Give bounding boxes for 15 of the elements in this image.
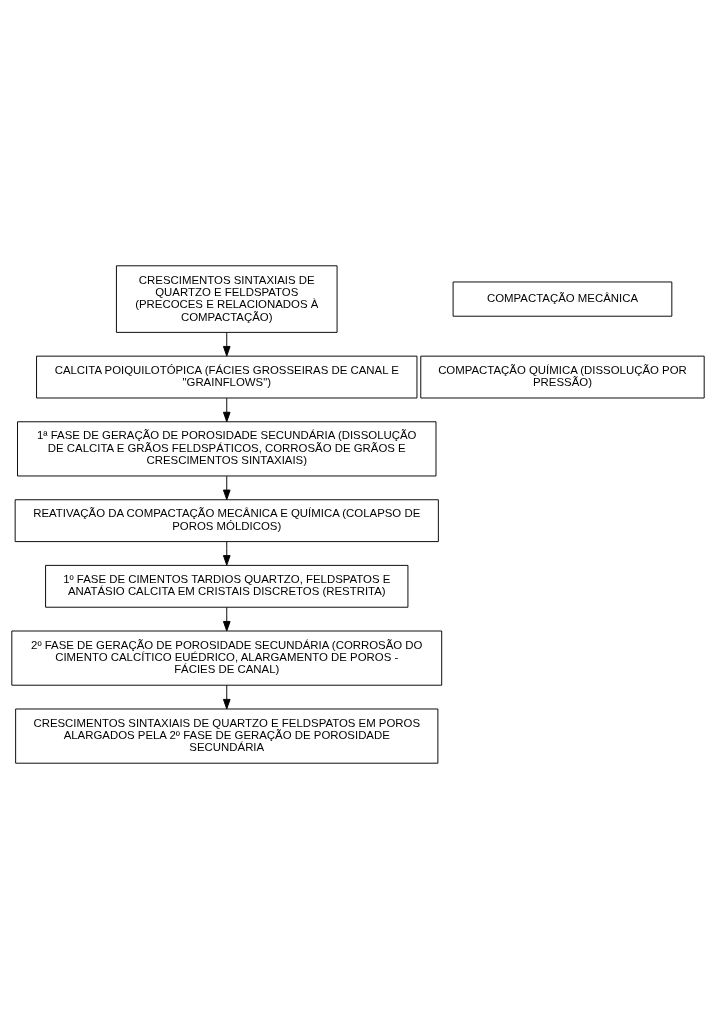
arrow xyxy=(222,332,231,357)
node-box: REATIVAÇÃO DA COMPACTAÇÃO MECÂNICA E QUÍMICA (COLAPSO DE POROS MÓLDICOS) xyxy=(14,499,439,543)
node-box: 1º FASE DE CIMENTOS TARDIOS QUARTZO, FELDSPATOS E ANATÁSIO CALCITA EM CRISTAIS DISCRETOS (RESTRITA) xyxy=(45,564,409,608)
node-box: CALCITA POIQUILOTÓPICA (FÁCIES GROSSEIRAS DE CANAL E "GRAINFLOWS") xyxy=(36,355,418,399)
arrow xyxy=(222,607,231,632)
node-box: 2º FASE DE GERAÇÃO DE POROSIDADE SECUNDÁRIA (CORROSÃO DO CIMENTO CALCÍTICO EUÉDRICO, ALARGAMENTO DE POROS - FÁCIES DE CANAL) xyxy=(11,630,443,686)
node-box: COMPACTAÇÃO MECÂNICA xyxy=(452,281,673,317)
arrow xyxy=(222,397,231,423)
node-box: CRESCIMENTOS SINTAXIAIS DE QUARTZO E FELDSPATOS EM POROS ALARGADOS PELA 2º FASE DE GERAÇÃO DE POROSIDADE SECUNDÁRIA xyxy=(15,708,439,764)
node-box: 1ª FASE DE GERAÇÃO DE POROSIDADE SECUNDÁRIA (DISSOLUÇÃO DE CALCITA E GRÃOS FELDSPÁTICOS, CORROSÃO DE GRÃOS E CRESCIMENTOS SINTAXIAIS) xyxy=(17,421,437,477)
arrow xyxy=(222,684,231,710)
arrow xyxy=(222,475,231,501)
node-box: CRESCIMENTOS SINTAXIAIS DE QUARTZO E FELDSPATOS (PRECOCES E RELACIONADOS À COMPACTAÇÃO) xyxy=(115,265,338,333)
node-box: COMPACTAÇÃO QUÍMICA (DISSOLUÇÃO POR PRESSÃO) xyxy=(420,355,705,399)
arrow xyxy=(222,541,231,566)
